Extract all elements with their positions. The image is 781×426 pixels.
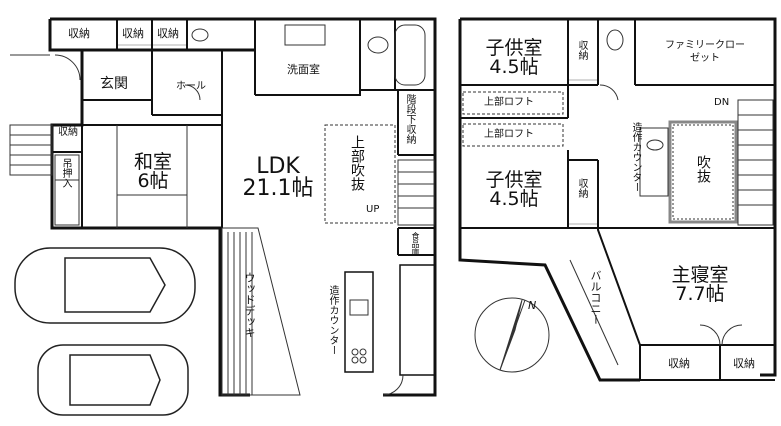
label-washroom: 洗面室 [287, 63, 320, 76]
wall-2f-outer [460, 17, 777, 377]
second-floor [458, 17, 777, 382]
label-family-closet: ファミリークローゼット [665, 40, 745, 64]
label-kids-room-2-size: 4.5帖 [489, 188, 539, 210]
wall-1f-outer [50, 17, 437, 397]
first-floor [48, 17, 437, 397]
label-hall: ホール [176, 81, 206, 92]
label-dn: DN [714, 97, 730, 108]
label-kids-room-1-name: 子供室 [485, 37, 543, 59]
compass-circle [474, 297, 550, 373]
label-up: UP [366, 204, 380, 215]
label-washitsu: 和室 6帖 [134, 153, 172, 191]
label-storage-k2: 収納 [576, 178, 587, 198]
wall-2f-left [458, 19, 640, 382]
second-floor-details [462, 29, 774, 373]
storage-hatches [118, 44, 597, 225]
label-upper-loft-2: 上部ロフト [484, 129, 534, 140]
label-master-size: 7.7帖 [675, 283, 725, 305]
label-ldk-size: 21.1帖 [242, 176, 314, 201]
label-balcony: バルコニー [589, 270, 602, 325]
car-2 [37, 344, 189, 416]
label-kids-room-2-name: 子供室 [485, 169, 543, 191]
label-under-stairs-storage: 階段下収納 [404, 94, 415, 144]
label-storage-m1: 収納 [668, 357, 690, 370]
label-kids-room-1: 子供室 4.5帖 [485, 39, 542, 77]
label-storage-m2: 収納 [733, 357, 755, 370]
label-kids-room-1-size: 4.5帖 [489, 56, 539, 78]
car-1 [14, 247, 196, 324]
label-storage-top-3: 収納 [157, 27, 179, 40]
label-master-name: 主寝室 [671, 264, 729, 286]
label-storage-wa: 収納 [58, 127, 78, 138]
label-counter-1f: 造作カウンター [327, 285, 338, 355]
label-washitsu-name: 和室 [133, 151, 173, 173]
label-storage-top-1: 収納 [68, 27, 90, 40]
first-floor-details [9, 24, 435, 396]
label-washitsu-size: 6帖 [137, 170, 169, 192]
label-void-2f: 吹抜 [695, 155, 711, 183]
label-master-bedroom: 主寝室 7.7帖 [671, 266, 728, 304]
label-kids-room-2: 子供室 4.5帖 [485, 171, 542, 209]
label-pantry: 食品庫 [411, 232, 420, 256]
label-upper-loft-1: 上部ロフト [484, 97, 534, 108]
label-counter-2f: 造作カウンター [630, 122, 641, 192]
label-ldk: LDK 21.1帖 [243, 156, 314, 200]
label-entrance: 玄関 [100, 76, 128, 92]
label-oshiire: 吊押入 [60, 158, 71, 188]
label-north: N [528, 299, 537, 312]
label-upper-void: 上部吹抜 [349, 135, 365, 191]
label-storage-k1: 収納 [576, 40, 587, 60]
label-ldk-name: LDK [256, 154, 300, 179]
cars [14, 247, 196, 416]
label-storage-top-2: 収納 [122, 27, 144, 40]
label-wood-deck: ウッドデッキ [243, 272, 256, 338]
